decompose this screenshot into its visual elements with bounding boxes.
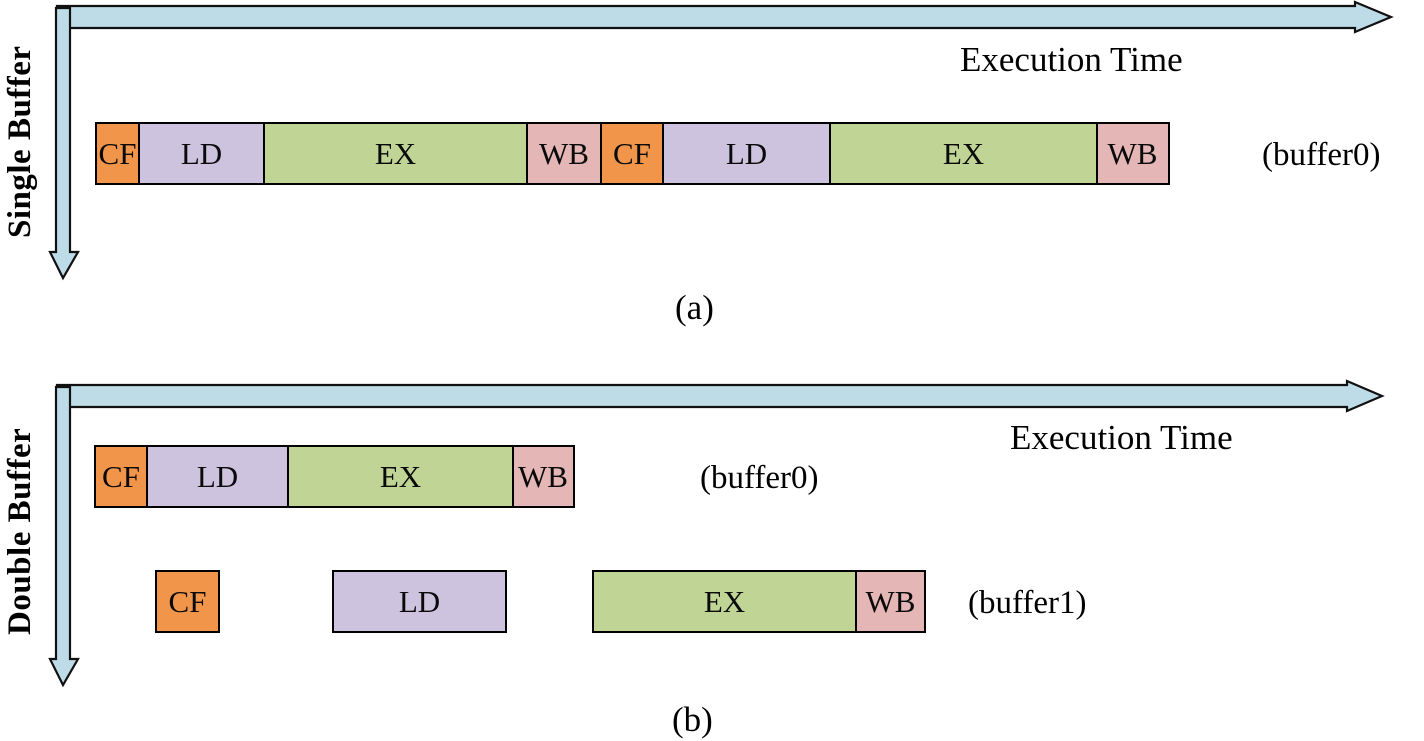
panel-a-execution-time-label: Execution Time [960, 40, 1183, 79]
panel-b-buffer0-segment-cf: CF [94, 445, 148, 508]
panel-a-segment-cf-2: CF [600, 122, 664, 185]
panel-b-buffer0-label: (buffer0) [700, 460, 819, 496]
panel-a-segment-wb-1: WB [525, 122, 603, 185]
panel-b-buffer0-segment-ld: LD [145, 445, 290, 508]
panel-a-segment-wb-2: WB [1095, 122, 1170, 185]
panel-b-buffer1-segment-ex: EX [592, 570, 857, 633]
panel-b-vertical-axis-arrow [48, 385, 80, 688]
panel-b-axis-caption: Double Buffer [2, 427, 38, 635]
panel-a-segment-ex-2: EX [829, 122, 1098, 185]
panel-b-subfigure-label: (b) [672, 700, 713, 739]
panel-a-segment-ex-1: EX [263, 122, 528, 185]
panel-a-vertical-axis-arrow [48, 6, 80, 281]
panel-b-buffer0-segment-wb: WB [511, 445, 575, 508]
panel-b-buffer0-segment-ex: EX [287, 445, 514, 508]
panel-a-axis-caption: Single Buffer [2, 45, 38, 238]
panel-b-buffer1-segment-wb: WB [855, 570, 926, 633]
panel-b-time-axis-arrow [55, 379, 1385, 413]
panel-a-segment-cf-1: CF [95, 122, 140, 185]
panel-a-buffer0-label: (buffer0) [1262, 137, 1381, 173]
panel-b-buffer1-segment-ld: LD [332, 570, 507, 633]
panel-b-buffer1-label: (buffer1) [968, 585, 1087, 621]
panel-a-time-axis-arrow [55, 0, 1394, 34]
panel-a-buffer0-bar: CF LD EX WB CF LD EX WB [95, 122, 1170, 185]
panel-a-segment-ld-2: LD [661, 122, 832, 185]
panel-b-execution-time-label: Execution Time [1010, 418, 1233, 457]
panel-a-subfigure-label: (a) [675, 288, 714, 327]
panel-b-buffer1-segment-cf: CF [155, 570, 220, 633]
panel-a-segment-ld-1: LD [137, 122, 266, 185]
panel-b-buffer0-bar: CF LD EX WB [94, 445, 575, 508]
